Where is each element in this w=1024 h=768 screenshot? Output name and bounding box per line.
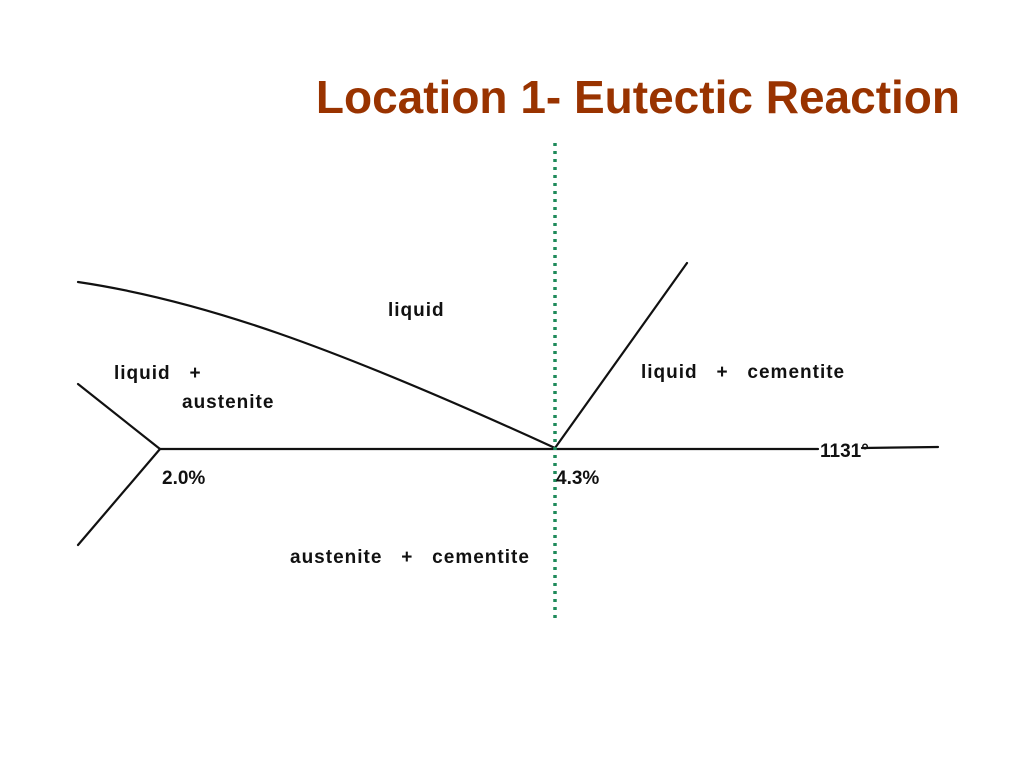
liquidus-austenite-line bbox=[76, 280, 557, 450]
isotherm-right-tail bbox=[860, 445, 940, 450]
point-label-eutectic-temperature: 1131° bbox=[820, 441, 869, 462]
region-label-liquid-austenite-2: austenite bbox=[182, 392, 274, 413]
region-label-austenite-cementite: austenite + cementite bbox=[290, 547, 530, 568]
solidus-line bbox=[76, 382, 162, 451]
diagram-panel bbox=[78, 262, 938, 602]
region-label-liquid: liquid bbox=[388, 300, 445, 321]
slide-title: Location 1- Eutectic Reaction bbox=[315, 71, 960, 123]
point-label-austenite-limit: 2.0% bbox=[162, 468, 205, 489]
solvus-line bbox=[76, 447, 162, 547]
phase-boundaries bbox=[76, 261, 940, 547]
liquidus-cementite-line bbox=[553, 261, 689, 450]
region-label-liquid-austenite-1: liquid + bbox=[114, 363, 202, 384]
region-label-liquid-cementite: liquid + cementite bbox=[641, 362, 845, 383]
point-label-eutectic-composition: 4.3% bbox=[556, 468, 599, 489]
